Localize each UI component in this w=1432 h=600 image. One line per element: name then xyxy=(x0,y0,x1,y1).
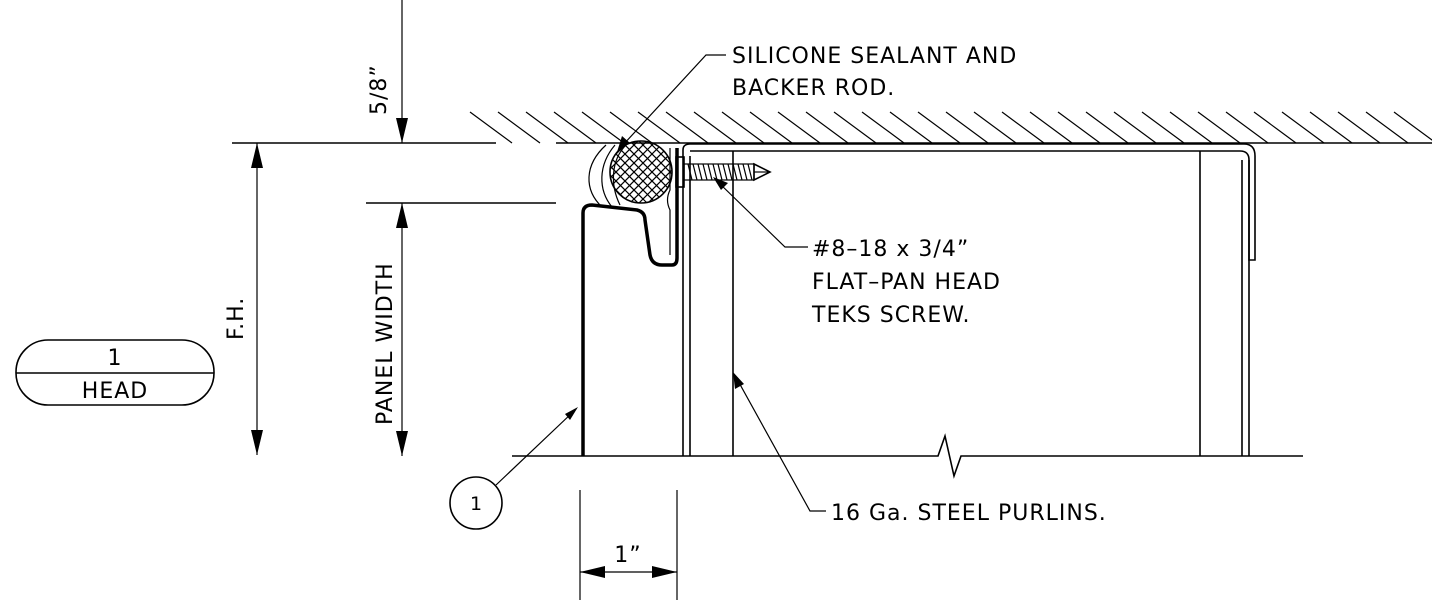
screw-thread xyxy=(697,163,703,181)
sealant-joint xyxy=(588,144,627,208)
hatch-line xyxy=(1281,111,1325,144)
screw-thread xyxy=(702,163,708,181)
panel-width-dimension: PANEL WIDTH xyxy=(366,202,556,456)
purlins-label: 16 Ga. STEEL PURLINS. xyxy=(831,501,1107,526)
hatch-line xyxy=(1197,111,1241,144)
keynote-bubble xyxy=(449,476,503,530)
rod-hatch-line xyxy=(610,141,612,203)
hatch-line xyxy=(889,111,933,144)
hatch-line xyxy=(861,111,905,144)
rod-hatch-line xyxy=(610,141,621,203)
screw-callout: #8–18 x 3/4” FLAT–PAN HEAD TEKS SCREW. xyxy=(713,177,1001,328)
screw-label-line1: #8–18 x 3/4” xyxy=(812,237,969,262)
screw-thread xyxy=(742,163,748,181)
panel-width-label: PANEL WIDTH xyxy=(373,262,398,425)
hatch-line xyxy=(973,111,1017,144)
rod-hatch-line xyxy=(638,141,672,203)
screw-thread xyxy=(692,163,698,181)
hatch-line xyxy=(777,111,821,144)
hatch-line xyxy=(749,111,793,144)
hatch-line xyxy=(1169,111,1213,144)
purlins-callout: 16 Ga. STEEL PURLINS. xyxy=(733,372,1107,526)
screw-label-line3: TEKS SCREW. xyxy=(811,303,970,328)
hatch-line xyxy=(917,111,961,144)
hatch-line xyxy=(1113,111,1157,144)
hatch-line xyxy=(1393,111,1432,141)
hatch-line xyxy=(721,111,765,144)
hatch-line xyxy=(805,111,849,144)
hatch-line xyxy=(1057,111,1101,144)
rod-hatch-line xyxy=(620,141,672,203)
hatch-line xyxy=(693,111,737,144)
detail-tag-number: 1 xyxy=(108,346,123,371)
gap-dimension: 5/8” xyxy=(367,0,408,143)
rod-hatch-line xyxy=(638,141,672,203)
hatch-line xyxy=(665,111,709,144)
hatch-line xyxy=(581,111,625,144)
hatch-line xyxy=(609,111,653,144)
hatch-line xyxy=(945,111,989,144)
screw-thread xyxy=(717,163,723,181)
screw-thread xyxy=(737,163,743,181)
rod-hatch-line xyxy=(610,141,672,203)
hatch-line xyxy=(1029,111,1073,144)
sealant-label-line1: SILICONE SEALANT AND xyxy=(732,44,1017,69)
sealant-label-line2: BACKER ROD. xyxy=(732,76,895,101)
hatch-line xyxy=(1225,111,1269,144)
steel-purlin xyxy=(682,143,1256,456)
rod-hatch-line xyxy=(610,141,672,203)
keynote-number: 1 xyxy=(470,493,482,515)
hatch-line xyxy=(1253,111,1297,144)
hatch-line xyxy=(637,111,681,144)
detail-tag-title: HEAD xyxy=(82,379,148,404)
screw-label-line2: FLAT–PAN HEAD xyxy=(812,270,1001,295)
head-substrate xyxy=(232,111,1432,144)
screw-thread xyxy=(687,163,693,181)
screw-thread xyxy=(707,163,713,181)
flange-dimension-label: 1” xyxy=(614,543,641,568)
rod-hatch-line xyxy=(610,141,621,203)
substrate-hatch xyxy=(469,111,1432,144)
hatch-line xyxy=(497,111,541,144)
rod-hatch-line xyxy=(610,141,612,203)
screw-thread xyxy=(712,163,718,181)
flange-dimension: 1” xyxy=(579,490,678,600)
hatch-line xyxy=(1141,111,1185,144)
hatch-line xyxy=(525,111,569,144)
hatch-line xyxy=(1337,111,1381,144)
gap-dimension-label: 5/8” xyxy=(367,64,392,115)
frame-height-label: F.H. xyxy=(224,297,249,340)
bottom-cut-line xyxy=(512,433,1303,479)
clip-flange xyxy=(666,148,671,255)
hatch-line xyxy=(1001,111,1045,144)
hatch-line xyxy=(553,111,597,144)
hatch-line xyxy=(469,111,513,144)
hatch-line xyxy=(1309,111,1353,144)
detail-tag: 1 HEAD xyxy=(15,339,215,406)
keynote-callout: 1 xyxy=(449,407,578,530)
sealant-callout: SILICONE SEALANT AND BACKER ROD. xyxy=(617,44,1017,152)
screw-thread xyxy=(722,163,728,181)
hatch-line xyxy=(1365,111,1409,144)
hatch-line xyxy=(833,111,877,144)
hatch-line xyxy=(1085,111,1129,144)
screw-thread xyxy=(732,163,738,181)
screw-thread xyxy=(727,163,733,181)
screw-thread xyxy=(747,163,753,181)
panel-profile xyxy=(581,148,679,456)
frame-height-dimension: F.H. xyxy=(224,143,263,455)
